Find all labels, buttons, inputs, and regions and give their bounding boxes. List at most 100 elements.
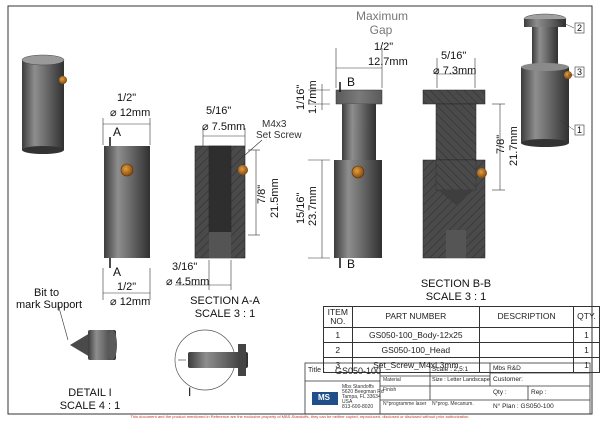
set-screw-icon [351,165,365,179]
section-a-top-letter: A [113,125,122,139]
body-bottom-dia-imp: 1/2" [117,281,137,293]
section-b-bottom-letter: B [347,257,356,271]
bb-dia-met: ⌀ 7.3mm [433,65,477,77]
bom-desc [479,341,575,358]
top-view [174,329,248,391]
body-top-dia-met: ⌀ 12mm [110,107,151,119]
balloon-3 [574,66,585,78]
balloon-1-label: 1 [577,125,583,135]
balloon-1 [574,124,585,136]
body-top-dia-imp: 1/2" [117,92,137,104]
balloon-2-label: 2 [577,23,583,33]
aa-tap-imp: 3/16" [172,261,198,273]
address-line: Mbs Standoffs [342,384,374,390]
head-height-met: 1.7mm [307,80,319,114]
rep-text: Rep : [531,389,547,396]
program-label: N°programme laser [383,401,427,407]
section-bb-view [422,58,505,259]
sheet-border [7,5,593,415]
head-length-met: 23.7mm [307,186,319,226]
head-front-view [308,48,383,268]
aa-bore-met: ⌀ 7.5mm [202,121,246,133]
iso-body-view [21,54,67,154]
qty-text: Qty : [493,389,507,396]
gap-title-1: Maximum [356,9,409,23]
table-row: 2 GS050-100_Head 1 [323,341,600,358]
body-bottom-dia-met: ⌀ 12mm [110,296,151,308]
bb-depth-met: 21.7mm [508,126,520,166]
set-screw-icon [238,165,248,175]
balloon-2 [574,22,585,34]
company-text: Mbs R&D [493,365,521,372]
set-screw-icon [59,76,67,84]
bom-header-item: ITEM NO. [323,306,353,328]
set-screw-icon [477,168,487,178]
scale-text: Scale : 2,5:1 [432,366,469,373]
section-aa-view [175,128,263,290]
customer-text: Customer: [493,376,523,383]
bb-depth-imp: 7/8" [495,134,507,154]
section-bb-scale: SCALE 3 : 1 [425,291,487,303]
logo-text: MS [318,393,330,402]
finish-label: Finish [383,387,397,393]
gap-title-2: Gap [369,23,393,37]
title-label: Title : [308,367,325,374]
address-line: 813-600-8020 [342,404,374,410]
detail-letter: I [188,385,192,399]
section-aa-title: SECTION A-A [190,295,260,307]
detail-i-view [57,303,117,360]
head-length-imp: 15/16" [295,192,307,224]
detail-note-1: Bit to [34,287,60,299]
iso-assembly-view [521,13,585,147]
aa-tap-met: ⌀ 4.5mm [166,276,210,288]
bom-desc [479,326,575,343]
bom-header-qty: QTY. [573,306,600,328]
bom-table: ITEM NO. PART NUMBER DESCRIPTION QTY. 1 … [323,306,600,373]
detail-scale: SCALE 4 : 1 [59,400,121,412]
size-text: Size : Letter Landscape [432,377,490,383]
address-line: Tampa, FL 33634 [342,394,381,400]
detail-note-2: mark Support [16,299,83,311]
gap-imperial: 1/2" [374,41,394,53]
table-row: 1 GS050-100_Body-12x25 1 [323,326,600,343]
detail-title: DETAIL I [68,387,112,399]
bb-dia-imp: 5/16" [441,50,467,62]
plan-text: N° Plan : GS050-100 [493,403,554,410]
bom-item: 2 [323,341,353,358]
section-bb-title: SECTION B-B [420,278,492,290]
body-front-view [102,118,151,300]
set-screw-label: Set Screw [256,130,302,141]
drawing-title: GS050-100 [335,366,382,376]
bom-item: 1 [323,326,353,343]
bom-qty: 1 [573,356,600,373]
bom-qty: 1 [573,326,600,343]
aa-depth-imp: 7/8" [256,184,268,204]
table-row: 3 Set_Screw_M4xL3mm 1 [323,356,600,373]
set-screw-size: M4x3 [262,119,287,130]
aa-depth-met: 21.5mm [269,178,281,218]
address-line: USA [342,399,353,405]
address-line: 5620 Beegman Rd [342,389,384,395]
balloon-3-label: 3 [577,67,583,77]
material-label: Material [383,377,401,383]
mecanum-label: N°prog. Mecanum. [432,401,474,407]
head-height-imp: 1/16" [295,84,307,110]
aa-bore-imp: 5/16" [206,105,232,117]
title-block [304,362,591,415]
bom-header-row: ITEM NO. PART NUMBER DESCRIPTION QTY. [323,306,600,328]
section-b-top-letter: B [347,75,356,89]
section-a-bottom-letter: A [113,265,122,279]
bom-desc [479,356,575,373]
bom-header-part: PART NUMBER [351,306,481,328]
bom-header-desc: DESCRIPTION [479,306,575,328]
set-screw-icon [120,163,134,177]
footer-notice: This document and the product mentioned … [130,414,470,419]
section-aa-scale: SCALE 3 : 1 [194,308,256,320]
gap-metric: 12.7mm [368,56,408,68]
bom-item: 3 [323,356,353,373]
bom-part: GS050-100_Head [351,341,481,358]
bom-qty: 1 [573,341,600,358]
ms-logo [312,392,338,405]
bom-part: GS050-100_Body-12x25 [351,326,481,343]
